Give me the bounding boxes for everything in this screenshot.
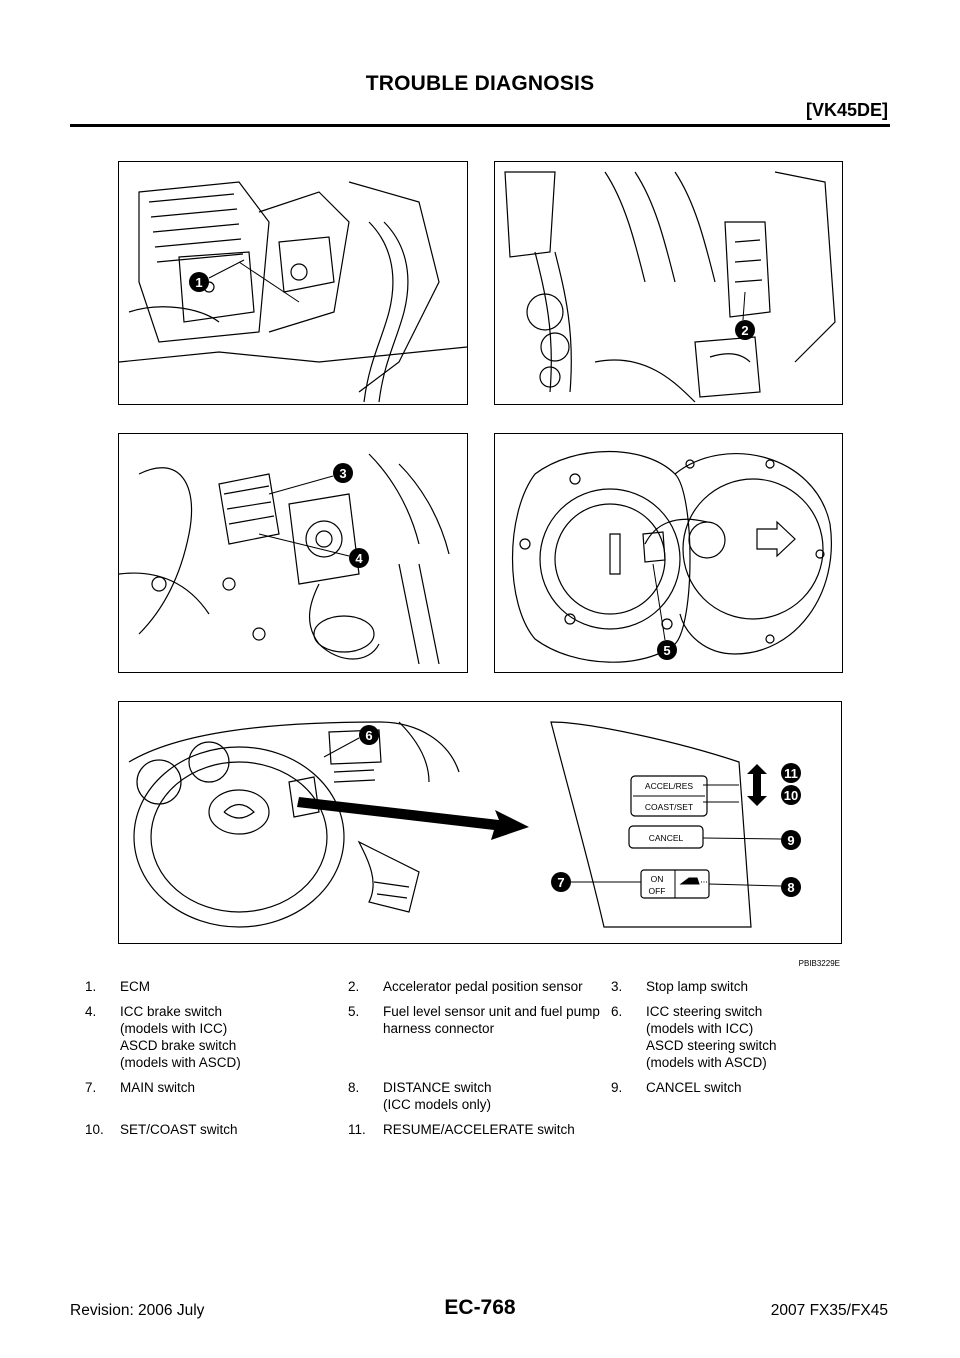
svg-text:6: 6 xyxy=(365,728,372,743)
legend-item: 3.Stop lamp switch xyxy=(611,979,749,994)
fuel-sensor-illustration: 5 xyxy=(495,434,842,672)
accel-res-label: ACCEL/RES xyxy=(645,781,694,791)
photo-panel-stop-lamp: 3 4 xyxy=(118,433,468,673)
header-rule xyxy=(70,124,890,127)
callout-9: 9 xyxy=(703,830,801,850)
accelerator-sensor-illustration: 2 xyxy=(495,162,842,404)
legend-item: 7.MAIN switch xyxy=(85,1080,196,1095)
steering-switch-illustration: 6 ACCEL/RES COAST/SET CANCEL ON OFF xyxy=(119,702,801,943)
legend-item: 2.Accelerator pedal position sensor xyxy=(348,979,583,994)
svg-text:10: 10 xyxy=(784,788,798,803)
photo-panel-fuel-sensor: 5 xyxy=(494,433,843,673)
legend-item: 5.Fuel level sensor unit and fuel pump h… xyxy=(348,1004,600,1036)
svg-text:1: 1 xyxy=(195,275,202,290)
svg-text:5: 5 xyxy=(663,643,670,658)
figure-code: PBIB3229E xyxy=(798,959,840,968)
legend-row: 7.MAIN switch 8.DISTANCE switch (ICC mod… xyxy=(85,1079,875,1113)
on-label: ON xyxy=(651,874,664,884)
photo-panel-accelerator: 2 xyxy=(494,161,843,405)
svg-text:2: 2 xyxy=(741,323,748,338)
svg-text:9: 9 xyxy=(787,833,794,848)
legend-row: 10.SET/COAST switch 11.RESUME/ACCELERATE… xyxy=(85,1121,875,1138)
callout-2: 2 xyxy=(735,292,755,340)
up-arrow-icon xyxy=(747,764,767,786)
pointer-arrow xyxy=(297,797,529,840)
callout-6: 6 xyxy=(324,725,379,757)
legend-item: 8.DISTANCE switch (ICC models only) xyxy=(348,1080,492,1112)
brake-switch-illustration: 3 4 xyxy=(119,434,467,672)
callout-7: 7 xyxy=(551,872,641,892)
callout-10: 10 xyxy=(781,785,801,805)
callout-3: 3 xyxy=(269,463,353,494)
cancel-label: CANCEL xyxy=(649,833,684,843)
legend-item: 1.ECM xyxy=(85,979,150,994)
legend-item: 11.RESUME/ACCELERATE switch xyxy=(348,1122,575,1137)
distance-car-icon xyxy=(681,878,699,884)
svg-text:3: 3 xyxy=(339,466,346,481)
callout-8: 8 xyxy=(709,877,801,897)
parts-legend: 1.ECM 2.Accelerator pedal position senso… xyxy=(85,978,875,1146)
coast-set-label: COAST/SET xyxy=(645,802,693,812)
ecm-illustration: 1 xyxy=(119,162,467,404)
legend-item: 4.ICC brake switch (models with ICC) ASC… xyxy=(85,1004,241,1070)
svg-text:7: 7 xyxy=(557,875,564,890)
vehicle-model: 2007 FX35/FX45 xyxy=(770,1302,888,1319)
callout-5: 5 xyxy=(653,564,677,660)
callout-4: 4 xyxy=(259,534,369,568)
down-arrow-icon xyxy=(747,786,767,806)
svg-text:4: 4 xyxy=(355,551,363,566)
legend-item: 6.ICC steering switch (models with ICC) … xyxy=(611,1004,777,1070)
legend-item: 10.SET/COAST switch xyxy=(85,1122,238,1137)
svg-text:8: 8 xyxy=(787,880,794,895)
callout-11: 11 xyxy=(781,763,801,783)
revision-date: Revision: 2006 July xyxy=(70,1302,205,1319)
page-title: TROUBLE DIAGNOSIS xyxy=(365,72,595,95)
photo-panel-steering-switch: 6 ACCEL/RES COAST/SET CANCEL ON OFF xyxy=(118,701,842,944)
section-code: [VK45DE] xyxy=(805,100,888,120)
page-number: EC-768 xyxy=(444,1296,516,1319)
legend-item xyxy=(611,1121,874,1138)
callout-1: 1 xyxy=(189,260,244,292)
photo-panel-ecm: 1 xyxy=(118,161,468,405)
svg-text:11: 11 xyxy=(784,766,798,781)
switch-panel-detail: ACCEL/RES COAST/SET CANCEL ON OFF xyxy=(551,722,767,927)
legend-row: 4.ICC brake switch (models with ICC) ASC… xyxy=(85,1003,875,1071)
off-label: OFF xyxy=(649,886,666,896)
legend-item: 9.CANCEL switch xyxy=(611,1080,742,1095)
legend-row: 1.ECM 2.Accelerator pedal position senso… xyxy=(85,978,875,995)
